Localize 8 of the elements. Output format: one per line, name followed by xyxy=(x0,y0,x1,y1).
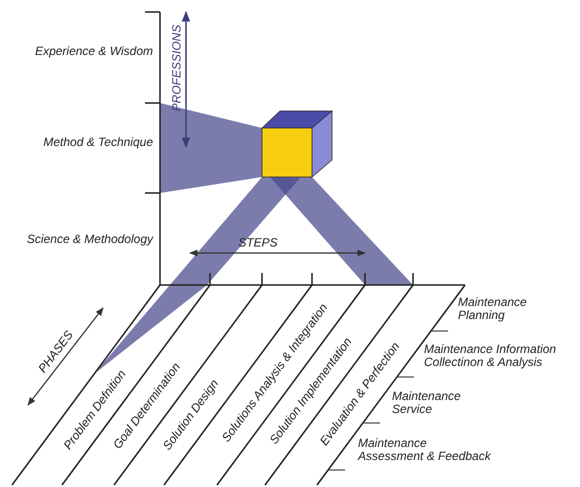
row-label: Maintenance Planning xyxy=(458,296,528,322)
row-label: Maintenance Information Collectinon & Analysis xyxy=(424,343,558,369)
axis-label: Experience & Wisdom xyxy=(35,45,153,58)
row-label: Maintenance Service xyxy=(392,390,462,416)
axis-title: PROFESSIONS xyxy=(170,24,184,112)
axis-label: Science & Methodology xyxy=(26,233,153,246)
row-label: Maintenance Assessment & Feedback xyxy=(358,437,492,463)
axis-label: Method & Technique xyxy=(43,136,153,149)
